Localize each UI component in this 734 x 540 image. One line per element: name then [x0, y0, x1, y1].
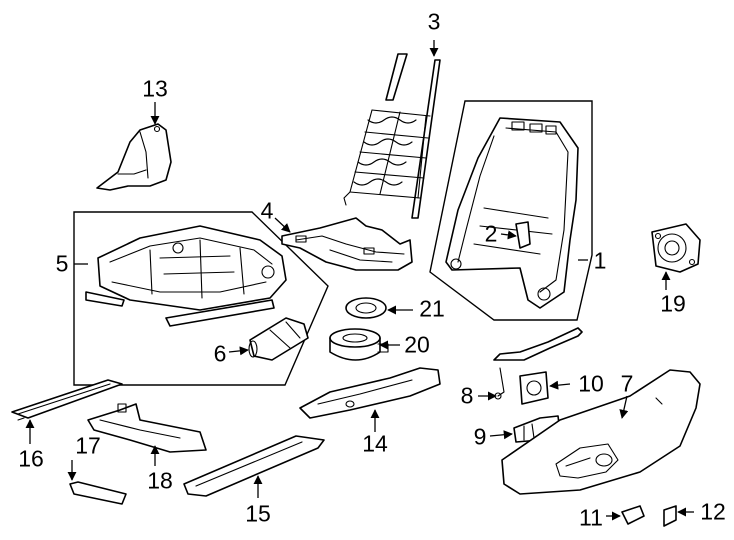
part-18-bracket: [87, 403, 207, 453]
callout-1: 1: [593, 247, 607, 274]
callout-10: 10: [578, 370, 604, 397]
callout-13: 13: [142, 75, 168, 102]
part-21-ring: [345, 297, 387, 319]
part-13-side-shield: [96, 123, 172, 191]
callout-18: 18: [147, 467, 173, 494]
callout-9: 9: [473, 423, 487, 450]
leader-lines: [25, 40, 694, 521]
part-17-end-cap: [69, 481, 127, 505]
part-6-motor: [248, 317, 309, 361]
callout-6: 6: [213, 340, 227, 367]
part-7-side-shield: [501, 369, 701, 495]
callout-3: 3: [427, 8, 441, 35]
part-16-rail-cover: [11, 379, 123, 421]
part-8-harness: [493, 327, 583, 400]
callout-8: 8: [460, 382, 474, 409]
callout-17: 17: [75, 432, 101, 459]
part-3-back-spring: [343, 53, 441, 219]
callout-16: 16: [18, 445, 44, 472]
callout-2: 2: [484, 220, 498, 247]
callout-14: 14: [362, 430, 388, 457]
part-10-module: [519, 371, 549, 405]
part-19-speaker: [651, 223, 701, 273]
callout-15: 15: [245, 500, 271, 527]
callout-20: 20: [404, 331, 430, 358]
callout-21: 21: [419, 295, 445, 322]
part-15-rail-cover: [183, 435, 325, 497]
callout-12: 12: [700, 498, 726, 525]
part-4-seat-pan: [281, 217, 413, 271]
part-14-track-cover: [299, 367, 441, 419]
callout-7: 7: [620, 370, 634, 397]
part-5-cushion-frame: [85, 225, 287, 327]
part-1-seat-back-frame: [445, 117, 579, 309]
part-12-knob: [663, 505, 677, 527]
part-20-actuator: [329, 328, 389, 361]
seat-back-frame-group-box: [429, 100, 593, 321]
callout-4: 4: [260, 197, 274, 224]
part-11-knob: [621, 505, 645, 525]
callout-11: 11: [579, 504, 603, 531]
callout-5: 5: [55, 250, 69, 277]
callout-19: 19: [660, 290, 686, 317]
